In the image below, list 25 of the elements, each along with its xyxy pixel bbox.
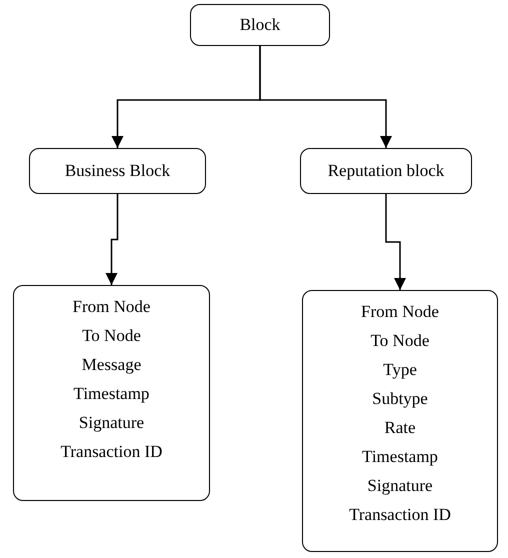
field-name: Type: [383, 359, 417, 381]
field-name: Message: [82, 354, 142, 376]
field-name: From Node: [361, 301, 439, 323]
field-name: Timestamp: [74, 383, 150, 405]
field-list-box: [302, 290, 498, 552]
field-list-box: [13, 285, 210, 501]
arrow: [259, 46, 392, 148]
arrow: [385, 194, 406, 290]
field-name: Transaction ID: [60, 441, 162, 463]
field-name: From Node: [72, 296, 150, 318]
arrow: [106, 194, 118, 285]
block-box: [29, 148, 206, 194]
block-title: Business Block: [64, 160, 170, 182]
field-name: Signature: [78, 412, 144, 434]
block-title: Block: [240, 14, 280, 36]
block-box: [190, 4, 330, 46]
field-name: Transaction ID: [349, 504, 451, 526]
block-title: Reputation block: [328, 160, 444, 182]
field-name: Subtype: [372, 388, 428, 410]
block-box: [300, 148, 472, 194]
field-name: To Node: [370, 330, 430, 352]
field-name: Rate: [384, 417, 416, 439]
field-name: To Node: [82, 325, 141, 347]
field-name: Timestamp: [362, 446, 438, 468]
field-name: Signature: [367, 475, 433, 497]
